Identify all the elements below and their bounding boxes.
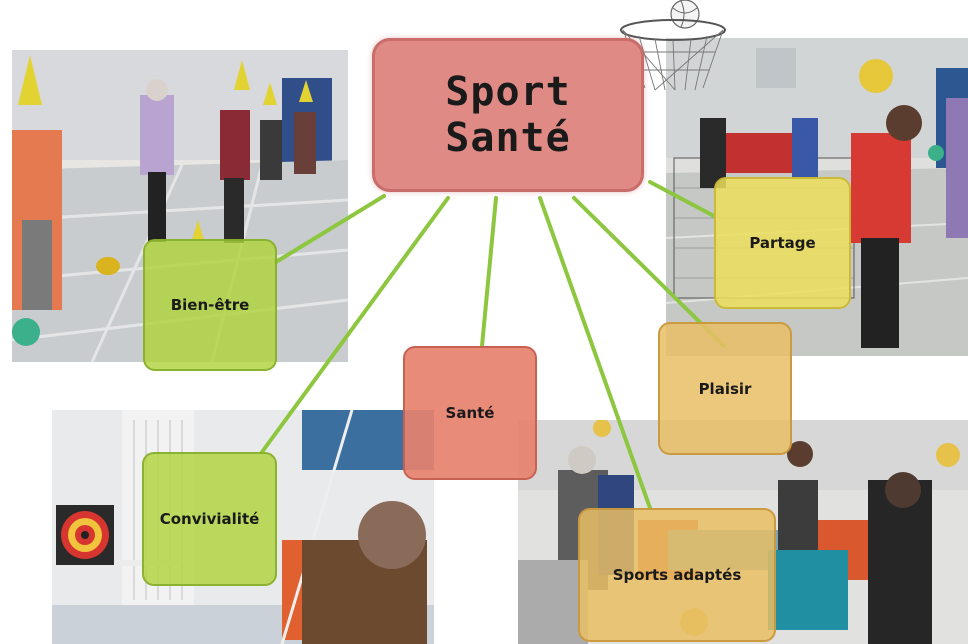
basketball-hoop-icon	[620, 0, 726, 91]
node-bien-etre-label: Bien-être	[170, 296, 250, 314]
node-partage-label: Partage	[749, 234, 816, 252]
node-sante: Santé	[403, 346, 537, 480]
central-title-line2: Santé	[445, 115, 571, 161]
node-partage: Partage	[714, 177, 851, 309]
central-node: Sport Santé	[372, 38, 644, 192]
node-sante-label: Santé	[445, 404, 495, 422]
photo-target-throwing	[52, 410, 434, 644]
link-partage	[648, 180, 716, 218]
node-bien-etre: Bien-être	[143, 239, 277, 371]
node-plaisir: Plaisir	[658, 322, 792, 455]
link-convivialite	[260, 196, 450, 454]
central-title-line1: Sport	[445, 69, 571, 115]
link-sante	[480, 196, 498, 348]
node-sports-adaptes-label: Sports adaptés	[612, 566, 742, 584]
link-bien-etre	[274, 194, 386, 264]
link-sports-adaptes	[538, 196, 652, 510]
node-plaisir-label: Plaisir	[698, 379, 752, 398]
node-convivialite-label: Convivialité	[159, 510, 260, 528]
link-plaisir	[572, 196, 726, 348]
node-sports-adaptes: Sports adaptés	[578, 508, 776, 642]
photo-gym-exercise	[12, 50, 348, 362]
node-convivialite: Convivialité	[142, 452, 277, 586]
